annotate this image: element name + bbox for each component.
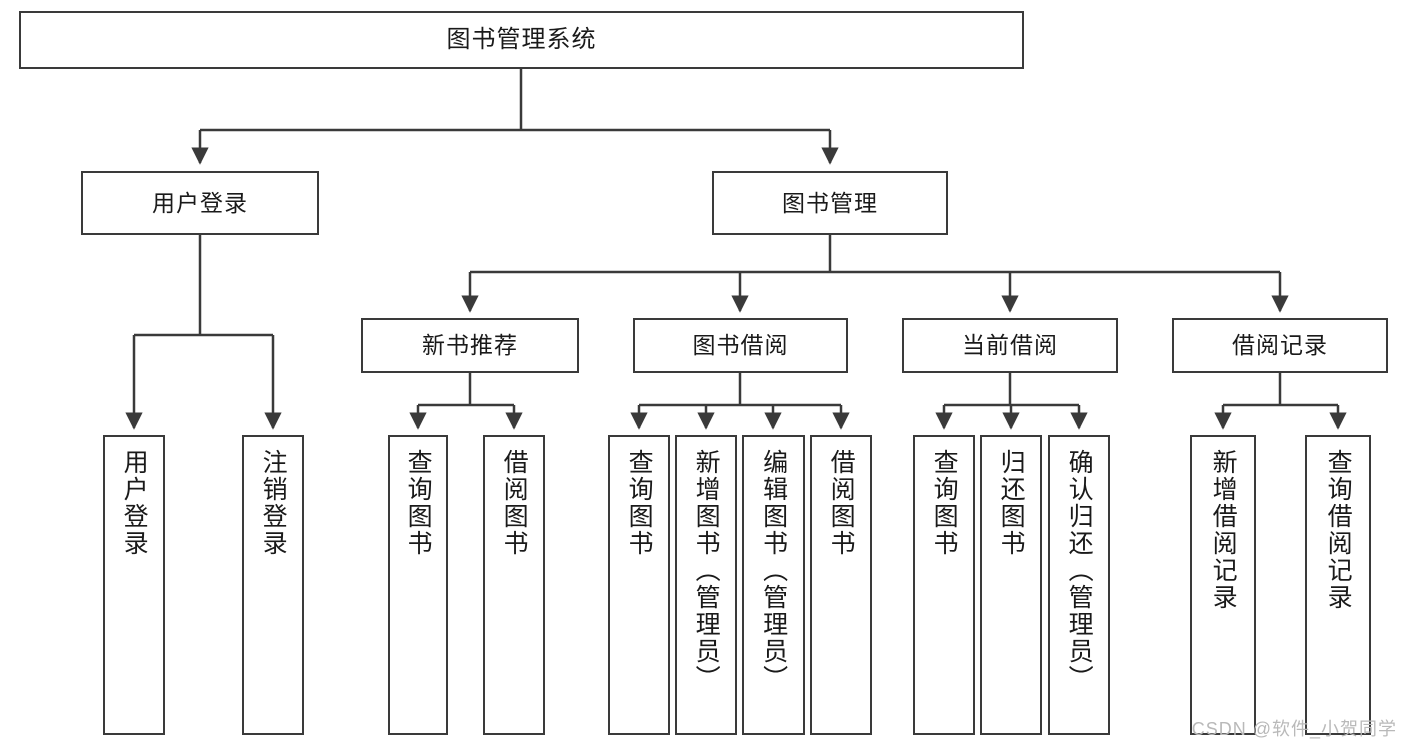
node-leaf-confirm-return-admin-label: 确认归还（管理员） [1065, 449, 1094, 692]
node-leaf-borrow-book-label: 借阅图书 [827, 449, 856, 557]
node-level3-borrow-record-label: 借阅记录 [1232, 332, 1328, 359]
node-level2-user-login-label: 用户登录 [152, 189, 248, 216]
node-level3-new-book-recommend-label: 新书推荐 [422, 332, 518, 359]
node-leaf-borrow-book-newbook-label: 借阅图书 [500, 449, 529, 557]
node-leaf-query-book-borrow[interactable]: 查询图书 [608, 435, 670, 735]
node-leaf-user-login[interactable]: 用户登录 [103, 435, 165, 735]
node-leaf-add-book-admin-label: 新增图书（管理员） [692, 449, 721, 692]
node-leaf-edit-book-admin[interactable]: 编辑图书（管理员） [742, 435, 805, 735]
node-leaf-logout[interactable]: 注销登录 [242, 435, 304, 735]
node-leaf-confirm-return-admin[interactable]: 确认归还（管理员） [1048, 435, 1110, 735]
node-level3-new-book-recommend[interactable]: 新书推荐 [361, 318, 579, 373]
node-level3-borrow-record[interactable]: 借阅记录 [1172, 318, 1388, 373]
node-leaf-return-book-label: 归还图书 [997, 449, 1026, 557]
node-level3-current-borrow[interactable]: 当前借阅 [902, 318, 1118, 373]
node-level3-book-borrow-label: 图书借阅 [692, 332, 789, 359]
node-leaf-add-book-admin[interactable]: 新增图书（管理员） [675, 435, 737, 735]
node-level2-book-management[interactable]: 图书管理 [712, 171, 948, 235]
node-leaf-add-borrow-record[interactable]: 新增借阅记录 [1190, 435, 1256, 735]
node-leaf-add-borrow-record-label: 新增借阅记录 [1209, 449, 1238, 611]
node-root-label: 图书管理系统 [446, 26, 597, 54]
node-leaf-borrow-book[interactable]: 借阅图书 [810, 435, 872, 735]
node-leaf-query-book-newbook-label: 查询图书 [404, 449, 433, 557]
node-leaf-query-book-current[interactable]: 查询图书 [913, 435, 975, 735]
node-leaf-edit-book-admin-label: 编辑图书（管理员） [759, 449, 788, 692]
node-root[interactable]: 图书管理系统 [19, 11, 1024, 69]
node-leaf-query-borrow-record-label: 查询借阅记录 [1324, 449, 1353, 611]
node-level3-book-borrow[interactable]: 图书借阅 [633, 318, 848, 373]
watermark-text: CSDN @软件_小贺同学 [1191, 719, 1397, 739]
node-leaf-query-book-borrow-label: 查询图书 [625, 449, 654, 557]
node-leaf-query-borrow-record[interactable]: 查询借阅记录 [1305, 435, 1371, 735]
node-leaf-borrow-book-newbook[interactable]: 借阅图书 [483, 435, 545, 735]
node-level3-current-borrow-label: 当前借阅 [962, 332, 1058, 359]
node-level2-book-management-label: 图书管理 [782, 189, 878, 216]
node-leaf-logout-label: 注销登录 [259, 449, 288, 557]
node-leaf-return-book[interactable]: 归还图书 [980, 435, 1042, 735]
node-leaf-query-book-current-label: 查询图书 [930, 449, 959, 557]
node-leaf-user-login-label: 用户登录 [120, 449, 149, 557]
node-level2-user-login[interactable]: 用户登录 [81, 171, 319, 235]
node-leaf-query-book-newbook[interactable]: 查询图书 [388, 435, 448, 735]
